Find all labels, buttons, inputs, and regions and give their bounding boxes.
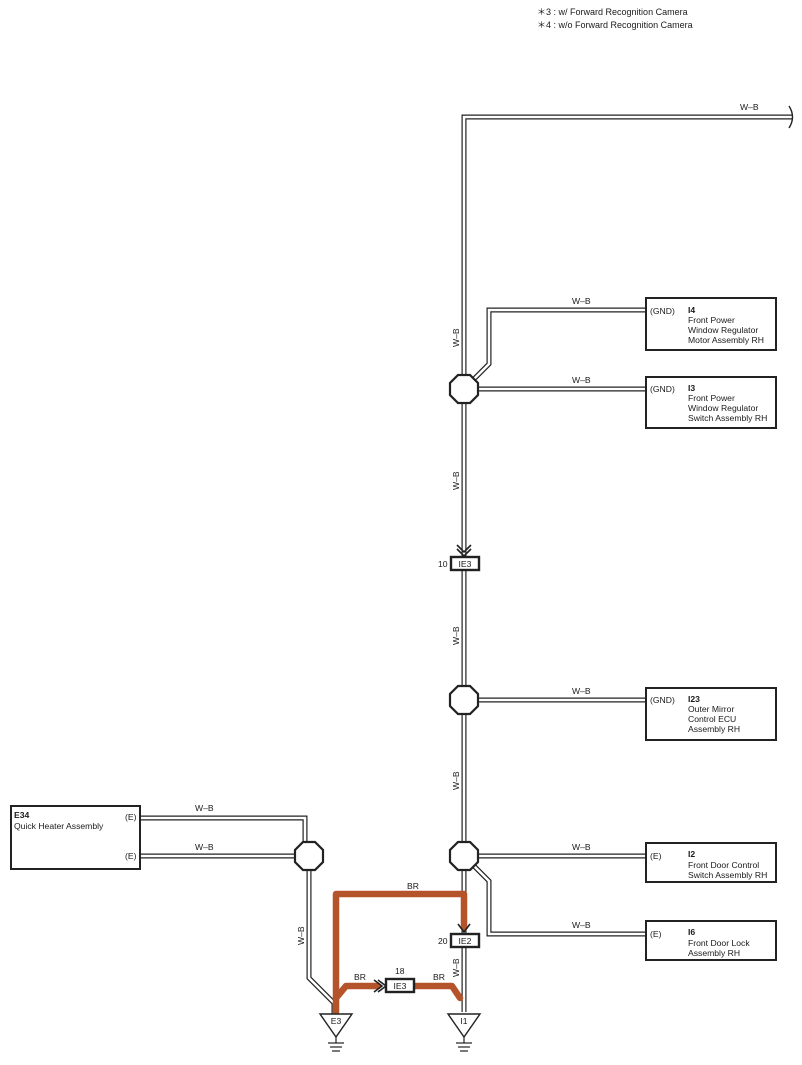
component-i3-line2: Window Regulator xyxy=(688,403,758,413)
component-i3-line1: Front Power xyxy=(688,393,735,403)
label-br-top: BR xyxy=(407,881,419,891)
component-i6-pin: (E) xyxy=(650,929,662,939)
component-i2-id: I2 xyxy=(688,849,695,859)
component-i4-pin: (GND) xyxy=(650,306,675,316)
component-i23-line3: Assembly RH xyxy=(688,724,740,734)
wire-labels: W–B W–B W–B W–B W–B W–B W–B W–B W–B W–B … xyxy=(195,102,759,982)
component-i2 xyxy=(645,842,777,883)
label-wb-i23: W–B xyxy=(572,686,591,696)
label-wb-vert-1: W–B xyxy=(451,328,461,347)
component-i2-line2: Switch Assembly RH xyxy=(688,870,767,880)
component-i3-line3: Switch Assembly RH xyxy=(688,413,767,423)
ground-i1-label: I1 xyxy=(460,1016,467,1026)
component-e34-name: Quick Heater Assembly xyxy=(14,821,104,831)
connector-ie3-upper-pin: 10 xyxy=(438,559,448,569)
junction-e34 xyxy=(293,840,325,872)
connector-ie3-lower-label: IE3 xyxy=(394,981,407,991)
junctions xyxy=(293,373,480,872)
connector-ie2 xyxy=(449,932,481,949)
label-wb-i2: W–B xyxy=(572,842,591,852)
junction-2 xyxy=(448,684,480,716)
label-wb-top: W–B xyxy=(740,102,759,112)
component-i3 xyxy=(645,376,777,429)
component-i6 xyxy=(645,920,777,961)
component-e34-pin1: (E) xyxy=(125,812,137,822)
wb-arrow-ie3-a xyxy=(456,544,472,554)
wb-wires xyxy=(141,114,792,1014)
component-i2-pin: (E) xyxy=(650,851,662,861)
component-i3-id: I3 xyxy=(688,383,695,393)
component-i6-id: I6 xyxy=(688,927,695,937)
label-br-right: BR xyxy=(433,972,445,982)
label-wb-vert-4: W–B xyxy=(451,771,461,790)
label-wb-vert-e3: W–B xyxy=(296,926,306,945)
connector-ie3-lower-pin: 18 xyxy=(395,966,405,976)
note-4: ＊4 : w/o Forward Recognition Camera xyxy=(537,20,693,30)
component-i4-line1: Front Power xyxy=(688,315,735,325)
label-wb-i3: W–B xyxy=(572,375,591,385)
ground-e3: E3 xyxy=(318,1013,354,1052)
connector-ie2-pin: 20 xyxy=(438,936,448,946)
label-br-left: BR xyxy=(354,972,366,982)
continuation-bracket xyxy=(788,105,794,129)
label-wb-i4: W–B xyxy=(572,296,591,306)
label-wb-vert-2: W–B xyxy=(451,471,461,490)
connector-ie3-lower xyxy=(384,977,416,994)
component-i3-pin: (GND) xyxy=(650,384,675,394)
component-i23 xyxy=(645,687,777,741)
label-wb-vert-3: W–B xyxy=(451,626,461,645)
br-arrow-ie3 xyxy=(373,979,384,993)
component-e34-pin2: (E) xyxy=(125,851,137,861)
connector-ie3-upper xyxy=(449,555,481,572)
ground-i1: I1 xyxy=(446,1013,482,1052)
br-wires xyxy=(332,890,468,1016)
br-arrow-ie2 xyxy=(457,923,471,934)
component-i6-line1: Front Door Lock xyxy=(688,938,750,948)
note-3: ＊3 : w/ Forward Recognition Camera xyxy=(537,7,688,17)
component-i23-line1: Outer Mirror xyxy=(688,704,734,714)
connector-ie3-upper-label: IE3 xyxy=(459,559,472,569)
ground-e3-label: E3 xyxy=(331,1016,342,1026)
junction-1 xyxy=(448,373,480,405)
junction-3 xyxy=(448,840,480,872)
label-wb-i6: W–B xyxy=(572,920,591,930)
component-i2-line1: Front Door Control xyxy=(688,860,759,870)
component-i4 xyxy=(645,297,777,351)
label-wb-e34-2: W–B xyxy=(195,842,214,852)
component-e34-id: E34 xyxy=(14,810,30,820)
component-i6-line2: Assembly RH xyxy=(688,948,740,958)
connector-ie2-label: IE2 xyxy=(459,936,472,946)
label-wb-vert-5: W–B xyxy=(451,958,461,977)
component-i23-line2: Control ECU xyxy=(688,714,736,724)
component-i4-line3: Motor Assembly RH xyxy=(688,335,764,345)
component-i4-line2: Window Regulator xyxy=(688,325,758,335)
component-i4-id: I4 xyxy=(688,305,695,315)
component-i23-id: I23 xyxy=(688,694,700,704)
label-wb-e34-1: W–B xyxy=(195,803,214,813)
component-i23-pin: (GND) xyxy=(650,695,675,705)
component-e34 xyxy=(10,805,141,870)
